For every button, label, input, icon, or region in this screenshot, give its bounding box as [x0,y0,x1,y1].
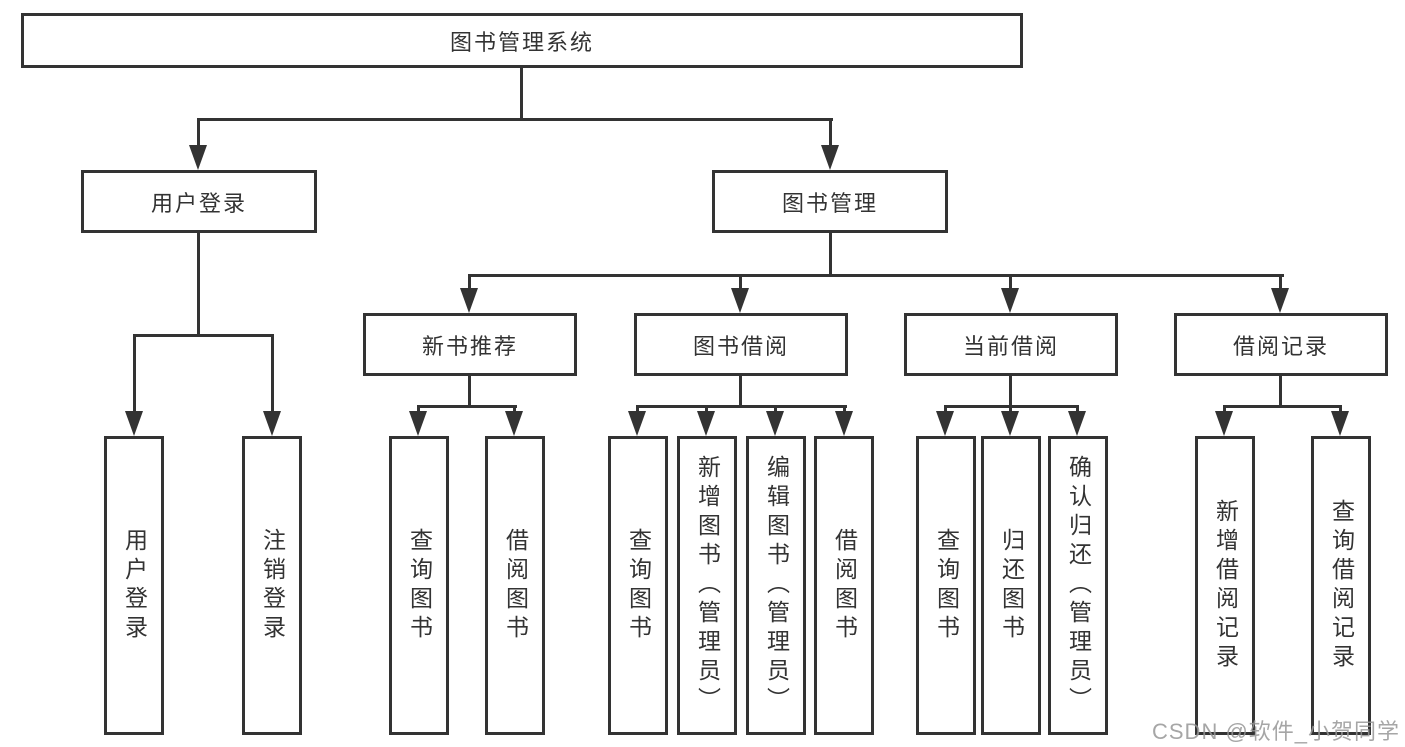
arrow-down-icon [697,411,715,436]
connector-line [197,118,200,148]
arrow-down-icon [1001,288,1019,313]
node-leaf-user-login: 用户登录 [104,436,164,735]
node-current-borrowing: 当前借阅 [904,313,1118,376]
arrow-down-icon [1271,288,1289,313]
arrow-down-icon [1331,411,1349,436]
arrow-down-icon [1215,411,1233,436]
arrow-down-icon [263,411,281,436]
connector-line [133,334,274,337]
connector-line [1009,274,1012,290]
node-user-login: 用户登录 [81,170,317,233]
node-book-borrowing: 图书借阅 [634,313,848,376]
node-borrowing-records: 借阅记录 [1174,313,1388,376]
arrow-down-icon [1001,411,1019,436]
connector-line [944,405,947,413]
connector-line [468,376,471,407]
arrow-down-icon [731,288,749,313]
connector-line [739,376,742,407]
arrow-down-icon [125,411,143,436]
arrow-down-icon [1068,411,1086,436]
connector-line [1339,405,1342,413]
node-leaf-query-books-3: 查询图书 [916,436,976,735]
node-leaf-add-borrow-record: 新增借阅记录 [1195,436,1255,735]
connector-line [636,405,639,413]
arrow-down-icon [505,411,523,436]
node-leaf-query-borrow-record: 查询借阅记录 [1311,436,1371,735]
arrow-down-icon [628,411,646,436]
connector-line [1223,405,1226,413]
node-new-book-recommendation: 新书推荐 [363,313,577,376]
connector-line [271,334,274,414]
node-leaf-logout: 注销登录 [242,436,302,735]
node-leaf-edit-book-admin: 编辑图书（管理员） [746,436,806,735]
connector-line [520,68,523,121]
connector-line [636,405,847,408]
connector-line [1223,405,1342,408]
connector-line [133,334,136,414]
node-leaf-confirm-return-admin: 确认归还（管理员） [1048,436,1108,735]
connector-line [1009,376,1012,407]
node-leaf-query-books-2: 查询图书 [608,436,668,735]
node-leaf-borrow-books-2: 借阅图书 [814,436,874,735]
connector-line [513,405,516,413]
connector-line [197,118,833,121]
node-leaf-borrow-books-1: 借阅图书 [485,436,545,735]
watermark: CSDN @软件_小贺同学 [1152,719,1401,744]
arrow-down-icon [835,411,853,436]
connector-line [705,405,708,413]
connector-line [468,274,1284,277]
connector-line [774,405,777,413]
connector-line [843,405,846,413]
connector-line [829,232,832,276]
arrow-down-icon [189,145,207,170]
connector-line [1076,405,1079,413]
arrow-down-icon [409,411,427,436]
connector-line [1009,405,1012,413]
node-root-system: 图书管理系统 [21,13,1023,68]
arrow-down-icon [766,411,784,436]
connector-line [417,405,517,408]
arrow-down-icon [936,411,954,436]
node-leaf-query-books-1: 查询图书 [389,436,449,735]
node-leaf-add-book-admin: 新增图书（管理员） [677,436,737,735]
connector-line [739,274,742,290]
connector-line [1279,274,1282,290]
arrow-down-icon [821,145,839,170]
connector-line [417,405,420,413]
node-leaf-return-book: 归还图书 [981,436,1041,735]
connector-line [197,232,200,335]
arrow-down-icon [460,288,478,313]
connector-line [1279,376,1282,407]
node-book-management: 图书管理 [712,170,948,233]
connector-line [829,118,832,148]
connector-line [468,274,471,290]
